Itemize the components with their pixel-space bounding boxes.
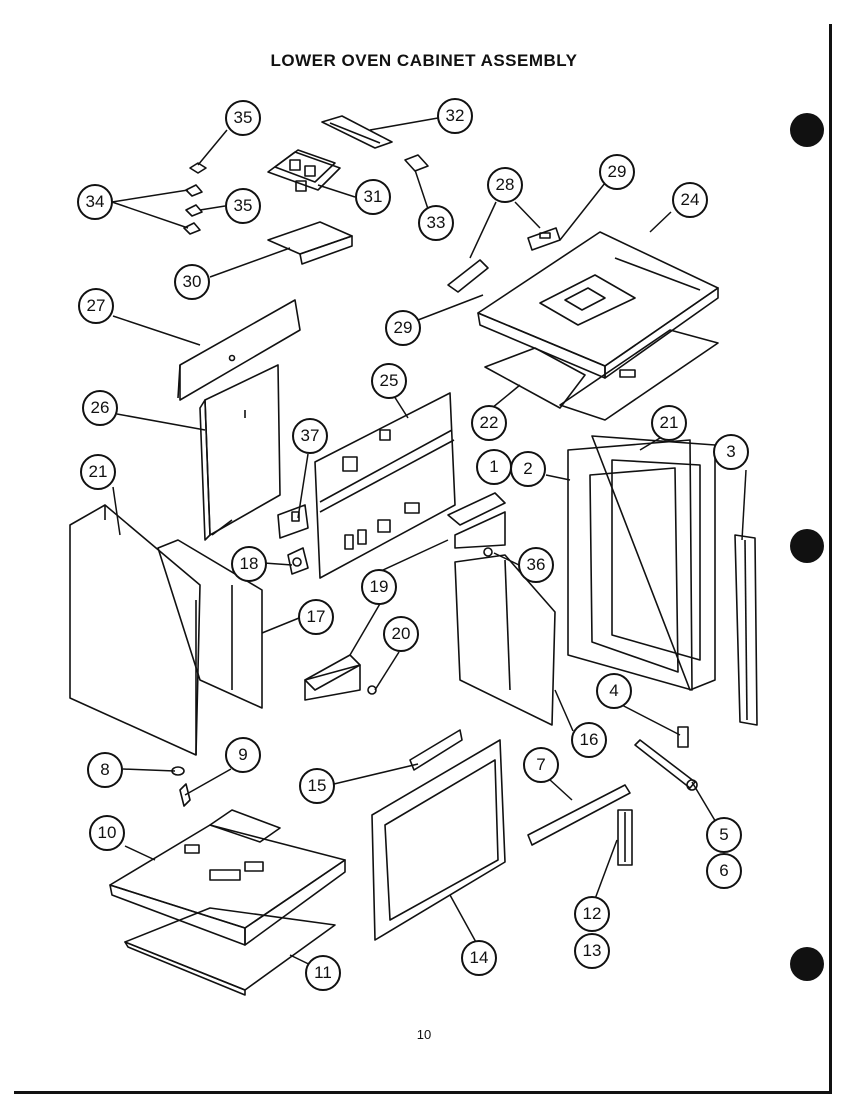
part-8-9-fasteners bbox=[171, 766, 191, 807]
callout-34: 34 bbox=[77, 184, 113, 220]
callout-32: 32 bbox=[437, 98, 473, 134]
part-4-5-6-hinge-parts bbox=[634, 726, 698, 791]
page-number: 10 bbox=[416, 1027, 432, 1042]
part-16-panel bbox=[454, 554, 556, 726]
callout-21: 21 bbox=[80, 454, 116, 490]
part-14-door-liner bbox=[371, 739, 506, 941]
callout-5: 5 bbox=[706, 817, 742, 853]
callout-14: 14 bbox=[461, 940, 497, 976]
callout-27: 27 bbox=[78, 288, 114, 324]
callout-11: 11 bbox=[305, 955, 341, 991]
callout-22: 22 bbox=[471, 405, 507, 441]
callout-25: 25 bbox=[371, 363, 407, 399]
callout-15: 15 bbox=[299, 768, 335, 804]
leader-lines bbox=[111, 117, 747, 972]
part-12-13-latch bbox=[617, 809, 633, 866]
part-20-36-screws bbox=[367, 547, 493, 695]
callout-21: 21 bbox=[651, 405, 687, 441]
callout-17: 17 bbox=[298, 599, 334, 635]
callout-9: 9 bbox=[225, 737, 261, 773]
part-18-block bbox=[287, 547, 309, 575]
part-21-side-panel-left bbox=[69, 504, 201, 756]
part-17-panel bbox=[157, 539, 263, 709]
callout-19: 19 bbox=[361, 569, 397, 605]
callout-13: 13 bbox=[574, 933, 610, 969]
callout-8: 8 bbox=[87, 752, 123, 788]
part-1-2-door-frame bbox=[567, 435, 716, 691]
callout-35: 35 bbox=[225, 100, 261, 136]
part-19-brackets bbox=[304, 492, 506, 701]
part-31-terminal-block bbox=[267, 149, 341, 192]
callout-20: 20 bbox=[383, 616, 419, 652]
part-25-back-panel bbox=[314, 392, 456, 579]
callout-36: 36 bbox=[518, 547, 554, 583]
callout-6: 6 bbox=[706, 853, 742, 889]
part-22-panels bbox=[484, 329, 719, 421]
part-28-bracket bbox=[447, 227, 561, 293]
callout-28: 28 bbox=[487, 167, 523, 203]
callout-16: 16 bbox=[571, 722, 607, 758]
part-15-strip bbox=[409, 729, 463, 771]
callout-33: 33 bbox=[418, 205, 454, 241]
callout-37: 37 bbox=[292, 418, 328, 454]
callout-24: 24 bbox=[672, 182, 708, 218]
callout-12: 12 bbox=[574, 896, 610, 932]
callout-31: 31 bbox=[355, 179, 391, 215]
part-30-bracket bbox=[267, 221, 353, 265]
callout-1: 1 bbox=[476, 449, 512, 485]
diagram-title: LOWER OVEN CABINET ASSEMBLY bbox=[270, 51, 578, 70]
page-border bbox=[14, 24, 832, 1094]
part-3-trim bbox=[734, 534, 758, 726]
part-33-block bbox=[404, 154, 429, 172]
binder-hole-middle bbox=[790, 529, 824, 563]
callout-2: 2 bbox=[510, 451, 546, 487]
part-37-bracket bbox=[277, 504, 309, 539]
callout-26: 26 bbox=[82, 390, 118, 426]
part-7-strip bbox=[527, 784, 631, 846]
callout-30: 30 bbox=[174, 264, 210, 300]
callout-29: 29 bbox=[599, 154, 635, 190]
part-26-side-panel bbox=[199, 364, 281, 541]
part-27-bracket bbox=[177, 299, 301, 401]
callout-35: 35 bbox=[225, 188, 261, 224]
binder-hole-top bbox=[790, 113, 824, 147]
part-35-34-clips bbox=[183, 162, 207, 235]
callout-7: 7 bbox=[523, 747, 559, 783]
part-32-strip bbox=[321, 115, 393, 149]
part-11-bottom-plate bbox=[124, 907, 336, 996]
binder-hole-bottom bbox=[790, 947, 824, 981]
callout-29: 29 bbox=[385, 310, 421, 346]
callout-3: 3 bbox=[713, 434, 749, 470]
callout-10: 10 bbox=[89, 815, 125, 851]
callout-18: 18 bbox=[231, 546, 267, 582]
part-10-bottom-pan bbox=[109, 809, 346, 946]
callout-4: 4 bbox=[596, 673, 632, 709]
